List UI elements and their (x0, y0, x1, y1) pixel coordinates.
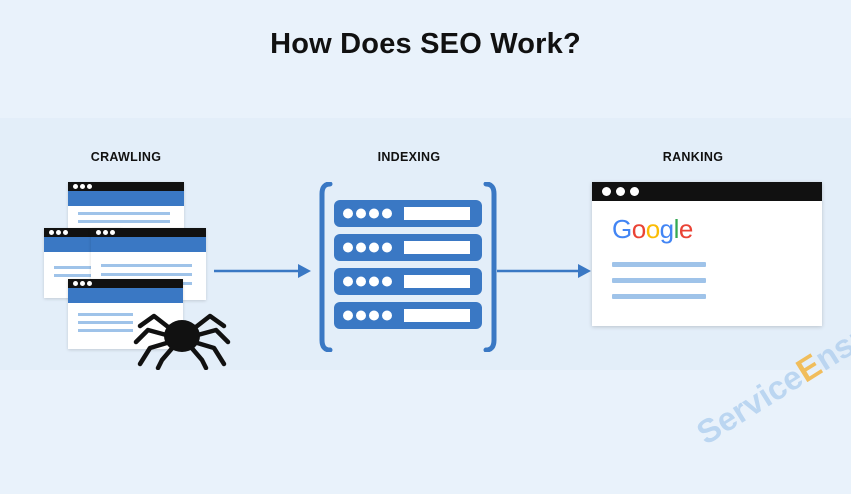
google-logo: Google (612, 214, 693, 245)
stage-label-indexing: INDEXING (377, 150, 441, 164)
arrow-right-icon (214, 264, 311, 278)
google-logo-letter: o (631, 214, 646, 244)
arrow-right-icon (497, 264, 591, 278)
google-logo-letter: l (673, 214, 680, 244)
webpage-icon (68, 279, 183, 349)
watermark-text-part1: Service (690, 357, 810, 452)
google-logo-letter: g (659, 214, 674, 244)
google-logo-letter: G (612, 214, 632, 244)
google-logo-letter: e (678, 214, 693, 244)
page-title: How Does SEO Work? (270, 28, 581, 60)
spider-icon (133, 313, 231, 370)
stage-label-ranking: RANKING (662, 150, 724, 164)
google-logo-letter: o (645, 214, 660, 244)
database-server-icon (319, 182, 497, 352)
stage-label-crawling: CRAWLING (90, 150, 162, 164)
browser-window-icon: Google (592, 182, 822, 326)
